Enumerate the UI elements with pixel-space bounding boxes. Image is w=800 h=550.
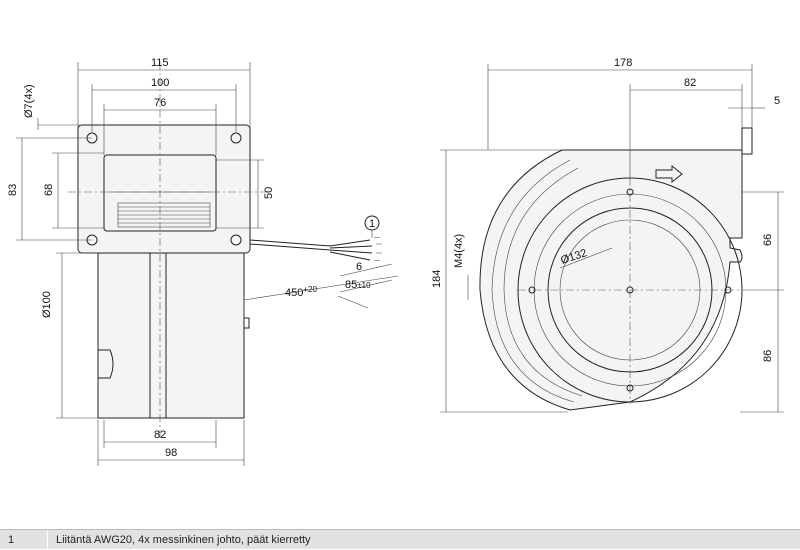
- legend-text: Liitäntä AWG20, 4x messinkinen johto, pä…: [56, 533, 311, 546]
- wire: [329, 251, 371, 261]
- dim-178: 178: [614, 57, 632, 69]
- dim-dia-100: Ø100: [41, 291, 53, 318]
- outlet-flange: [741, 127, 753, 155]
- side-view: 178 82 5 184 M4(4x) Ø132 66 86: [431, 57, 784, 413]
- dim-thread: M4(4x): [453, 234, 465, 268]
- dim-100: 100: [151, 77, 169, 89]
- mounting-hole: [230, 234, 242, 246]
- dim-82-side: 82: [684, 77, 696, 89]
- dim-115: 115: [151, 57, 169, 69]
- dim-68: 68: [43, 184, 55, 196]
- legend-number: 1: [0, 530, 48, 549]
- front-view: 115 100 76 83 68 Ø7(4x) 50 Ø100 82 98: [7, 57, 399, 466]
- technical-drawing: 115 100 76 83 68 Ø7(4x) 50 Ø100 82 98: [7, 57, 784, 466]
- wire: [329, 239, 371, 247]
- dim-wire-strip: 6: [356, 261, 362, 273]
- callout-number: 1: [369, 218, 375, 230]
- dim-50: 50: [263, 187, 275, 199]
- dim-76: 76: [154, 97, 166, 109]
- dim-hole-dia: Ø7(4x): [23, 84, 35, 118]
- volute-housing: [479, 149, 743, 411]
- wire: [329, 245, 373, 249]
- dim-5: 5: [774, 95, 780, 107]
- side-clip: [98, 349, 114, 379]
- dim-98: 98: [165, 447, 177, 459]
- dim-wire-length: 85±10: [345, 279, 371, 291]
- motor-housing: [97, 252, 245, 419]
- legend-row: 1 Liitäntä AWG20, 4x messinkinen johto, …: [0, 529, 800, 549]
- dim-86: 86: [762, 350, 774, 362]
- housing-seam: [149, 252, 167, 419]
- dim-83: 83: [7, 184, 19, 196]
- wire: [329, 249, 373, 254]
- dim-cable-length: 450+20: [285, 285, 317, 299]
- dim-82-front: 82: [154, 429, 166, 441]
- cable: [249, 239, 331, 247]
- airflow-arrow-icon: [655, 164, 683, 184]
- mounting-hole: [230, 132, 242, 144]
- dim-66: 66: [762, 234, 774, 246]
- dim-184: 184: [431, 270, 443, 288]
